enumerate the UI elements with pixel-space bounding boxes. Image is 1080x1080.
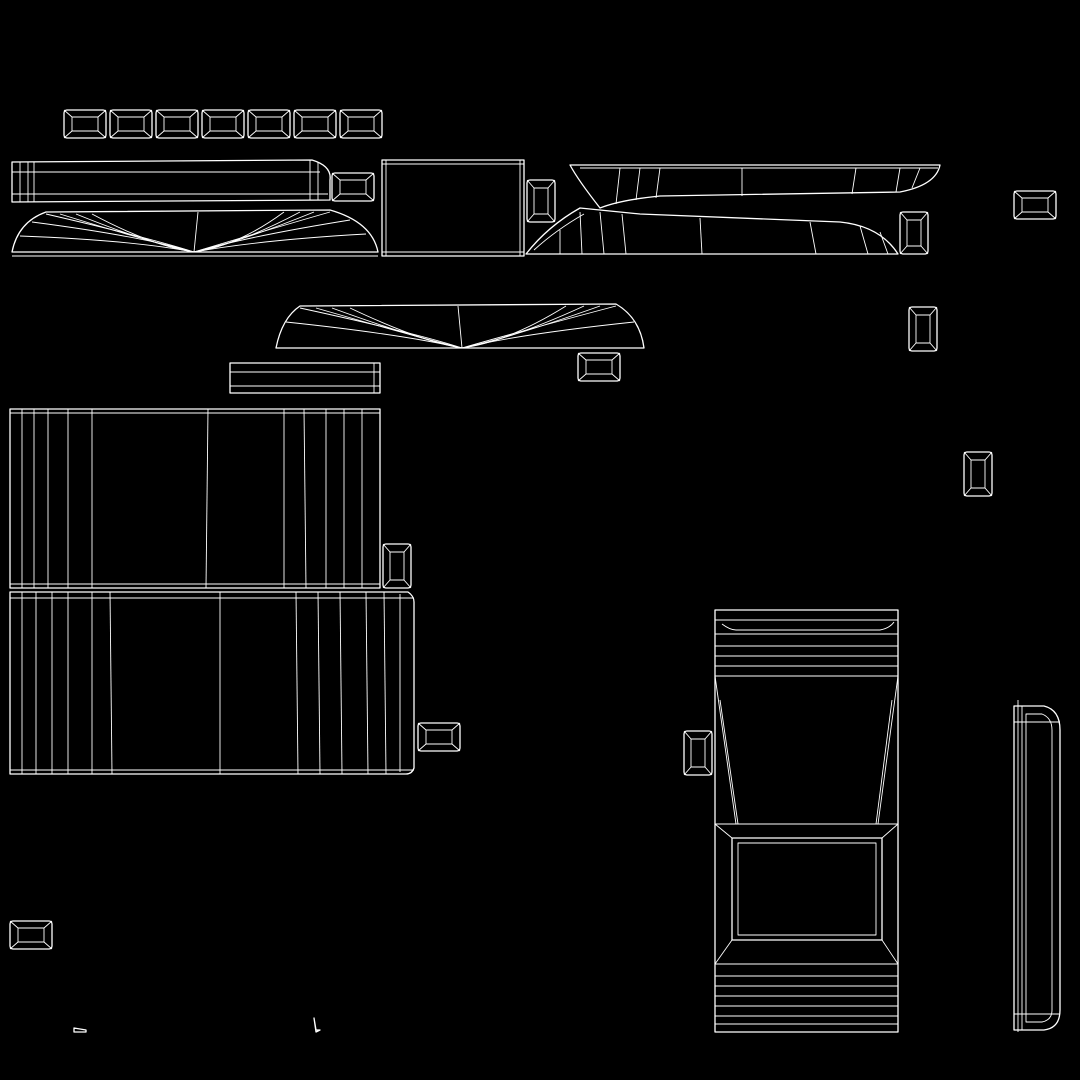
large-panel-island-upper <box>9 408 381 589</box>
gem-island <box>908 306 938 352</box>
sweep-island-upper <box>569 164 941 209</box>
gem-island <box>109 109 153 139</box>
band-island-top-left <box>11 159 331 203</box>
gem-island <box>899 211 929 255</box>
gem-island <box>293 109 337 139</box>
strip-island <box>229 362 381 394</box>
tiny-fragment-island <box>73 1027 87 1033</box>
gem-island <box>247 109 291 139</box>
gem-island <box>1013 190 1057 220</box>
gem-island <box>526 179 556 223</box>
gem-island <box>339 109 383 139</box>
square-panel-island <box>381 159 525 257</box>
gem-island <box>9 920 53 950</box>
gem-island <box>683 730 713 776</box>
fan-island-middle <box>275 303 645 349</box>
gem-island <box>417 722 461 752</box>
gem-island <box>201 109 245 139</box>
gem-island <box>155 109 199 139</box>
fan-island-top-left <box>11 209 379 257</box>
gem-island <box>331 172 375 202</box>
gem-island <box>577 352 621 382</box>
gem-island <box>382 543 412 589</box>
tall-side-island <box>1013 700 1061 1032</box>
case-unwrap-island <box>714 609 899 1033</box>
sweep-island-lower <box>525 207 899 255</box>
large-panel-island-lower <box>9 591 415 775</box>
gem-row-top <box>63 109 383 139</box>
tiny-fragment-island <box>313 1017 321 1033</box>
gem-island <box>963 451 993 497</box>
gem-island <box>63 109 107 139</box>
